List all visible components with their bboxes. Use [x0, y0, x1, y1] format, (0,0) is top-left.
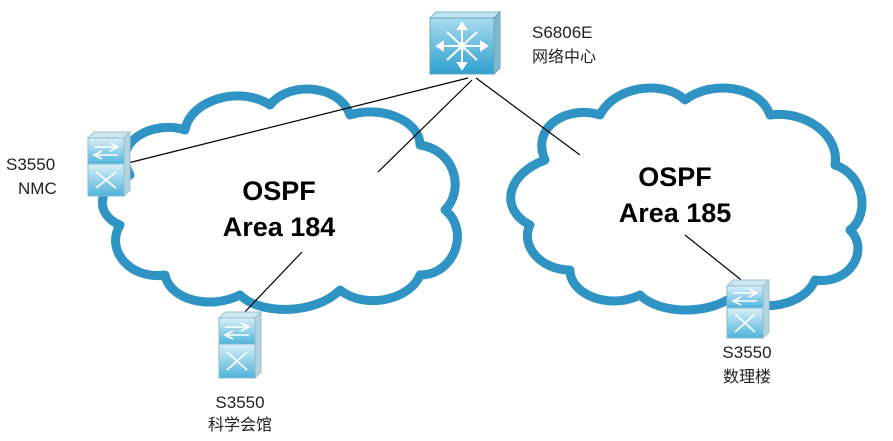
cloud-area-184 — [98, 84, 462, 314]
switch-nmc-model: S3550 — [6, 155, 55, 174]
links — [127, 77, 746, 316]
link-core-area184 — [377, 79, 473, 173]
switch-math-building-icon — [725, 278, 771, 340]
core-switch-model: S6806E — [532, 23, 593, 42]
link-core-area185 — [475, 77, 581, 156]
switch-nmc-location: NMC — [18, 179, 57, 198]
link-core-nmc — [127, 77, 469, 164]
link-area184-science-hall — [241, 251, 303, 316]
switch-math-building-location: 数理楼 — [723, 367, 771, 386]
cloud-area-185 — [506, 83, 867, 315]
area-185-subtitle: Area 185 — [619, 198, 732, 228]
switch-math-building-model: S3550 — [722, 343, 771, 362]
link-area185-math-building — [684, 234, 746, 284]
switch-science-hall-location: 科学会馆 — [208, 415, 272, 434]
core-switch-icon — [428, 10, 502, 76]
area-184-title: OSPF — [242, 176, 316, 206]
switch-science-hall-model: S3550 — [215, 393, 264, 412]
switch-science-hall-icon — [217, 310, 263, 380]
area-184-subtitle: Area 184 — [223, 212, 336, 242]
core-switch-location: 网络中心 — [532, 47, 596, 66]
area-185-title: OSPF — [638, 162, 712, 192]
switch-nmc-icon — [86, 130, 132, 198]
